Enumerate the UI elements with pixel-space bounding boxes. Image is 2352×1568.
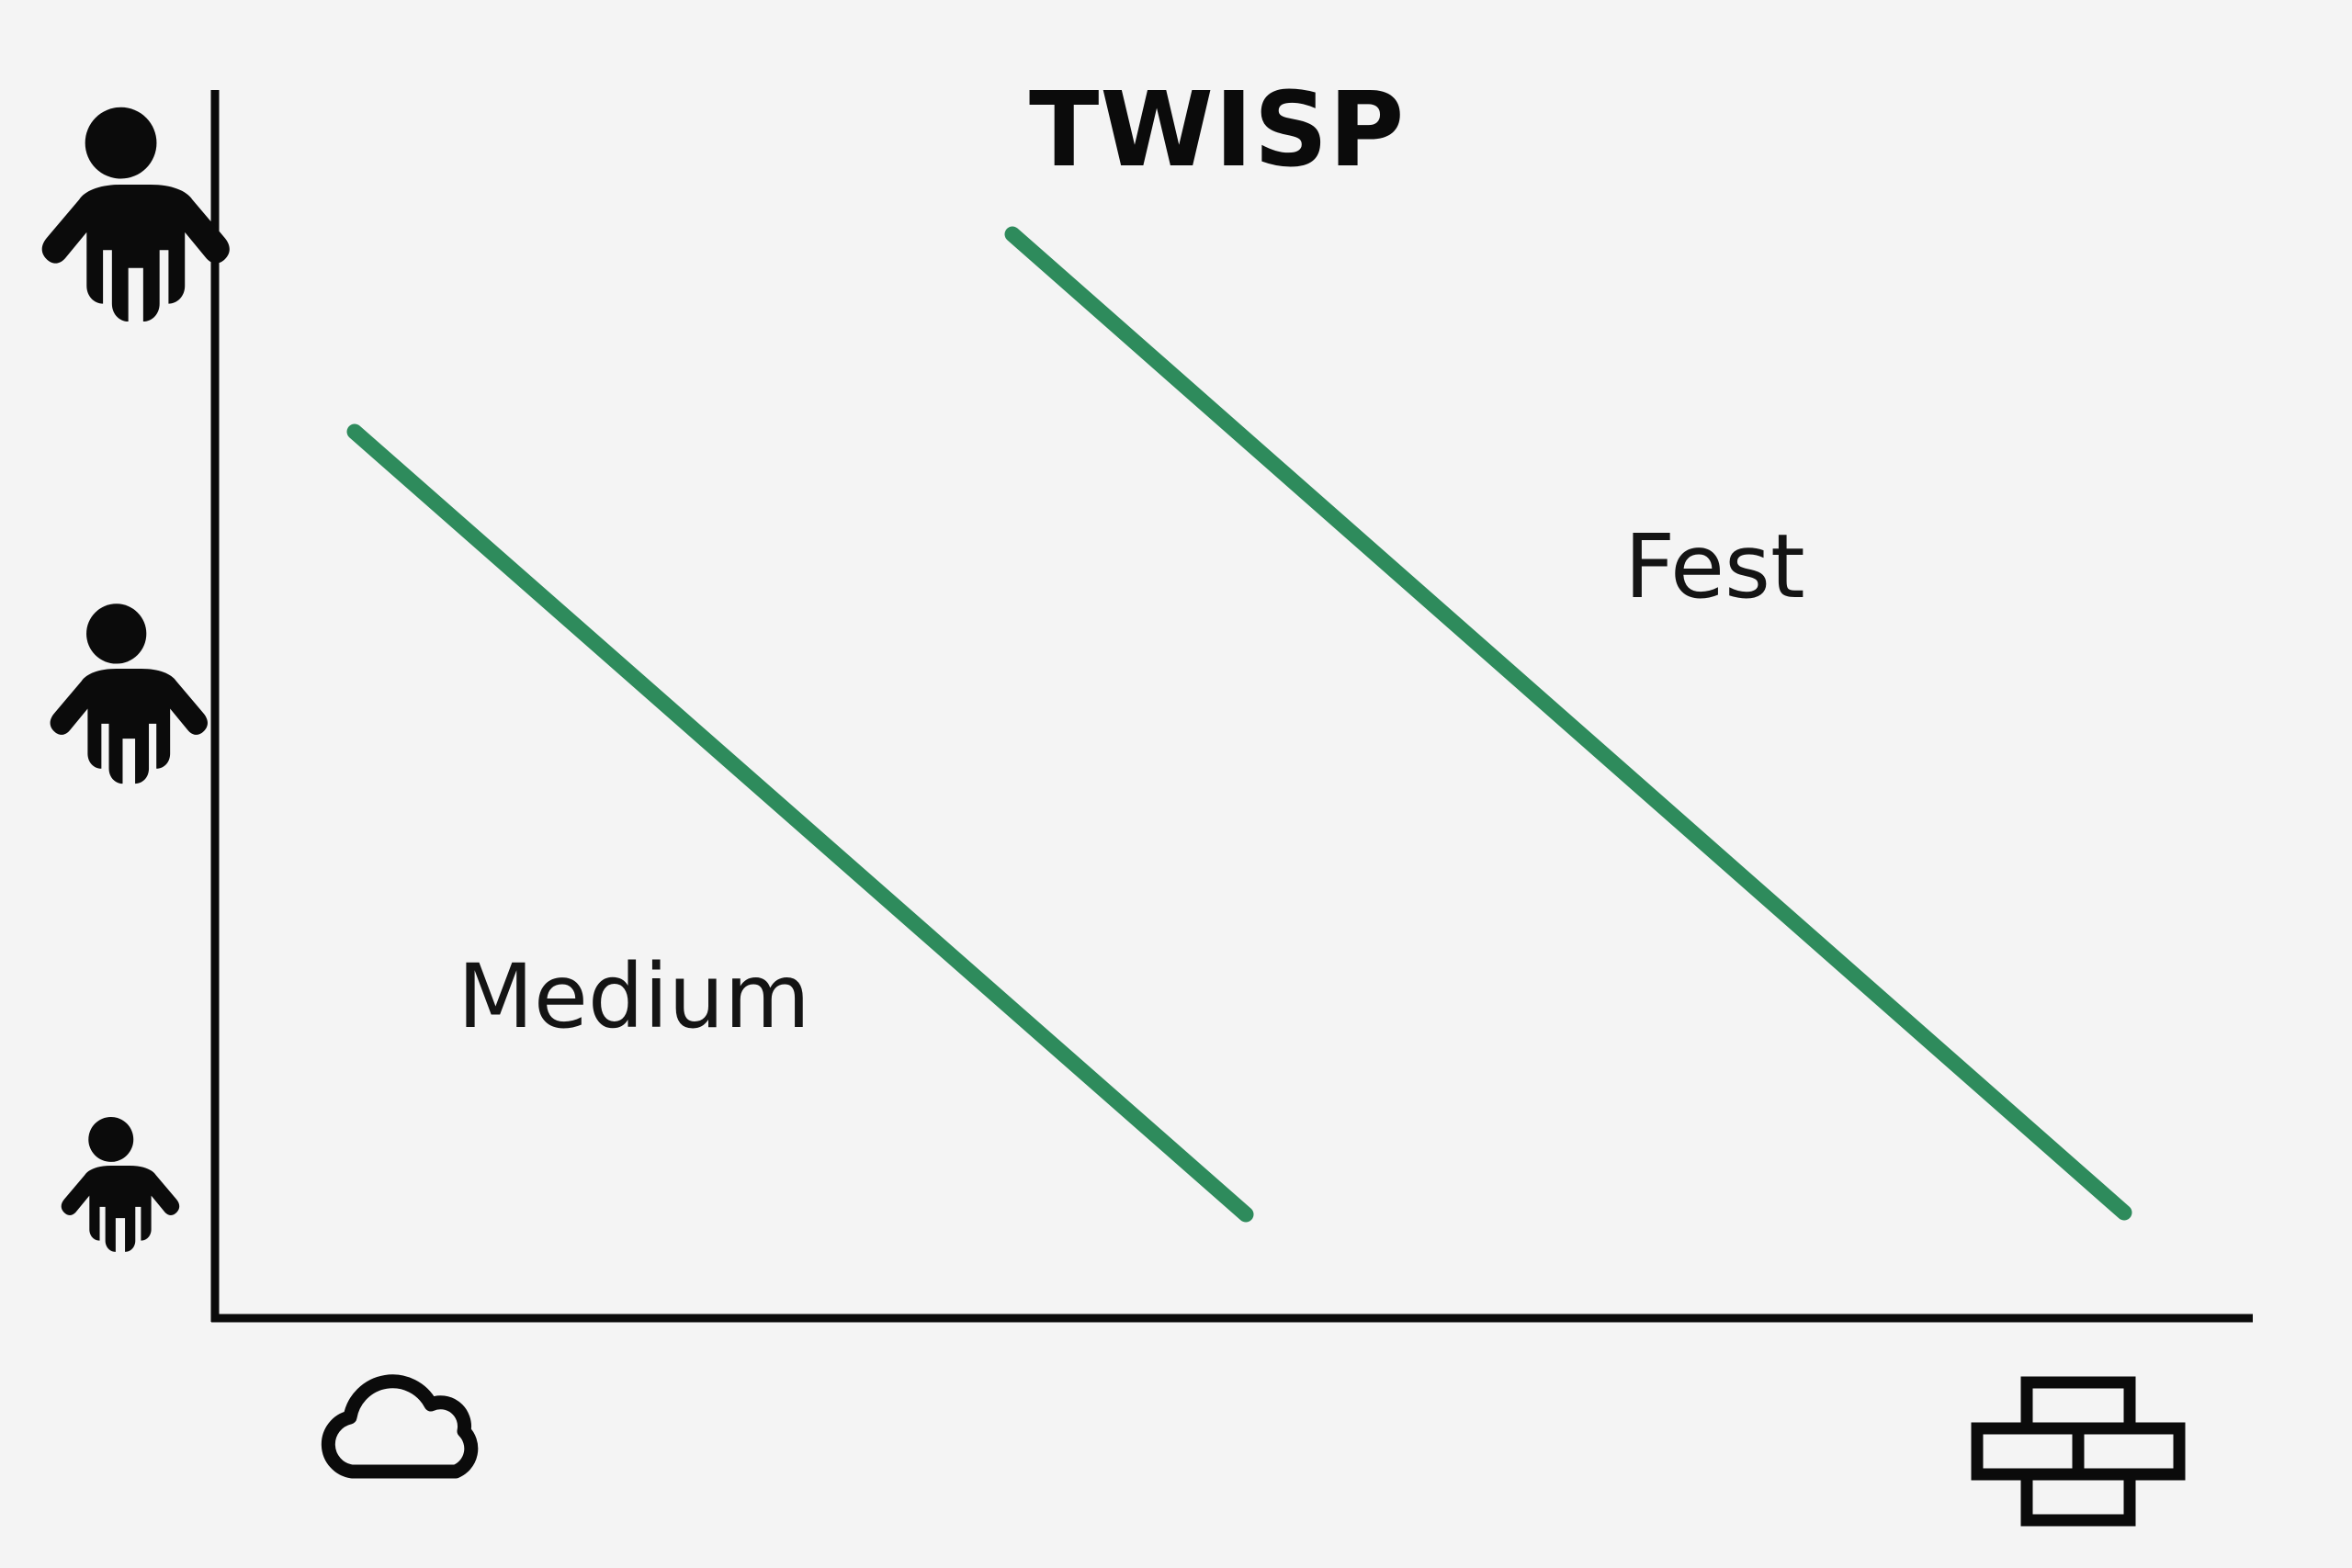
person-large-icon xyxy=(41,107,230,322)
axes-group xyxy=(210,90,2253,1323)
series-group xyxy=(346,226,2132,1223)
series-label-medium: Medium xyxy=(458,945,810,1048)
person-medium-icon xyxy=(50,604,208,784)
series-line-fest xyxy=(1004,226,2132,1221)
series-label-fest: Fest xyxy=(1624,515,1805,618)
brick-wall-icon xyxy=(1971,1376,2186,1527)
person-small-icon xyxy=(61,1116,180,1252)
series-line-medium xyxy=(346,423,1254,1223)
cloud-icon xyxy=(321,1374,479,1479)
page-title: TWISP xyxy=(1029,71,1405,190)
